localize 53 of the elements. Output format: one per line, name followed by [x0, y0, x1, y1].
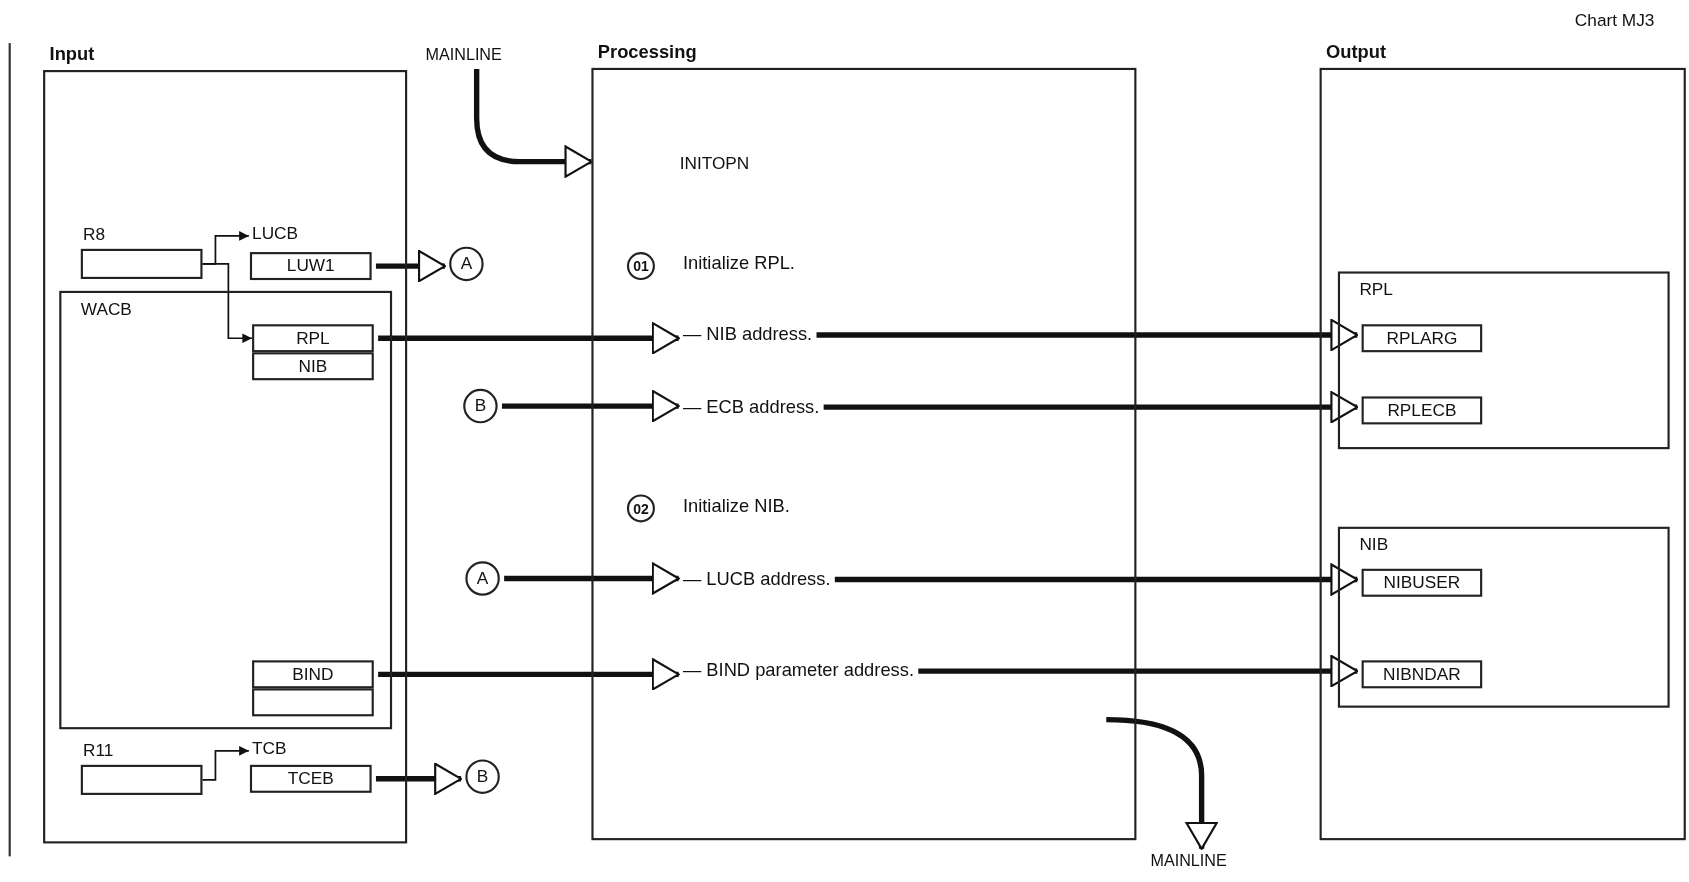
- data-field: NIBNDAR: [1361, 660, 1483, 689]
- wide-arrow: [816, 318, 1359, 352]
- data-field: RPLARG: [1361, 324, 1483, 353]
- panel-heading: Input: [49, 44, 95, 66]
- wide-arrow: [378, 658, 680, 691]
- step-text: Initialize NIB.: [682, 495, 790, 518]
- wide-arrow: [1106, 716, 1218, 850]
- step-text: — NIB address.: [682, 324, 813, 346]
- wide-arrow: [375, 249, 446, 283]
- wide-arrow: [504, 562, 680, 595]
- data-field: BIND: [252, 660, 374, 689]
- block-name: NIB: [1359, 535, 1389, 555]
- block-name: R8: [82, 225, 105, 245]
- chart-id: Chart MJ3: [1574, 10, 1655, 31]
- step-text: — BIND parameter address.: [682, 660, 914, 682]
- mainline-label: MAINLINE: [425, 45, 528, 67]
- block-name: TCB: [252, 738, 287, 759]
- control-block-frame: [1337, 271, 1670, 450]
- pointer-arrow: [201, 263, 253, 344]
- data-field: LUW1: [249, 252, 372, 281]
- control-block-frame: [1337, 526, 1670, 708]
- data-field: RPL: [252, 324, 374, 353]
- control-block-frame: [59, 290, 393, 730]
- panel-heading: Output: [1326, 42, 1387, 64]
- data-field: NIB: [252, 352, 374, 381]
- mainline-label: MAINLINE: [1150, 851, 1253, 873]
- step-text: Initialize RPL.: [682, 253, 795, 275]
- step-number: 02: [626, 494, 655, 523]
- data-field: TCEB: [249, 764, 372, 793]
- block-name: LUCB: [252, 224, 299, 244]
- step-number: 01: [626, 252, 655, 281]
- block-name: RPL: [1359, 280, 1393, 300]
- wide-arrow: [823, 391, 1359, 424]
- data-field: RPLECB: [1361, 396, 1483, 425]
- wide-arrow: [375, 762, 463, 795]
- module-name: INITOPN: [679, 154, 750, 174]
- wide-arrow: [378, 322, 680, 355]
- wide-arrow: [918, 654, 1359, 688]
- empty-field: [252, 688, 374, 717]
- panel-heading: Processing: [597, 42, 697, 64]
- wide-arrow: [473, 68, 593, 178]
- wide-arrow: [502, 389, 680, 423]
- connector-circle: B: [465, 759, 500, 794]
- connector-circle: A: [465, 561, 500, 596]
- connector-circle: B: [463, 388, 498, 424]
- pointer-arrow: [201, 745, 250, 781]
- wide-arrow: [834, 563, 1359, 596]
- step-text: — ECB address.: [682, 396, 820, 418]
- block-name: WACB: [80, 299, 132, 319]
- block-name: R11: [82, 741, 114, 761]
- data-field: NIBUSER: [1361, 568, 1483, 597]
- step-text: — LUCB address.: [682, 568, 831, 591]
- connector-circle: A: [449, 246, 484, 282]
